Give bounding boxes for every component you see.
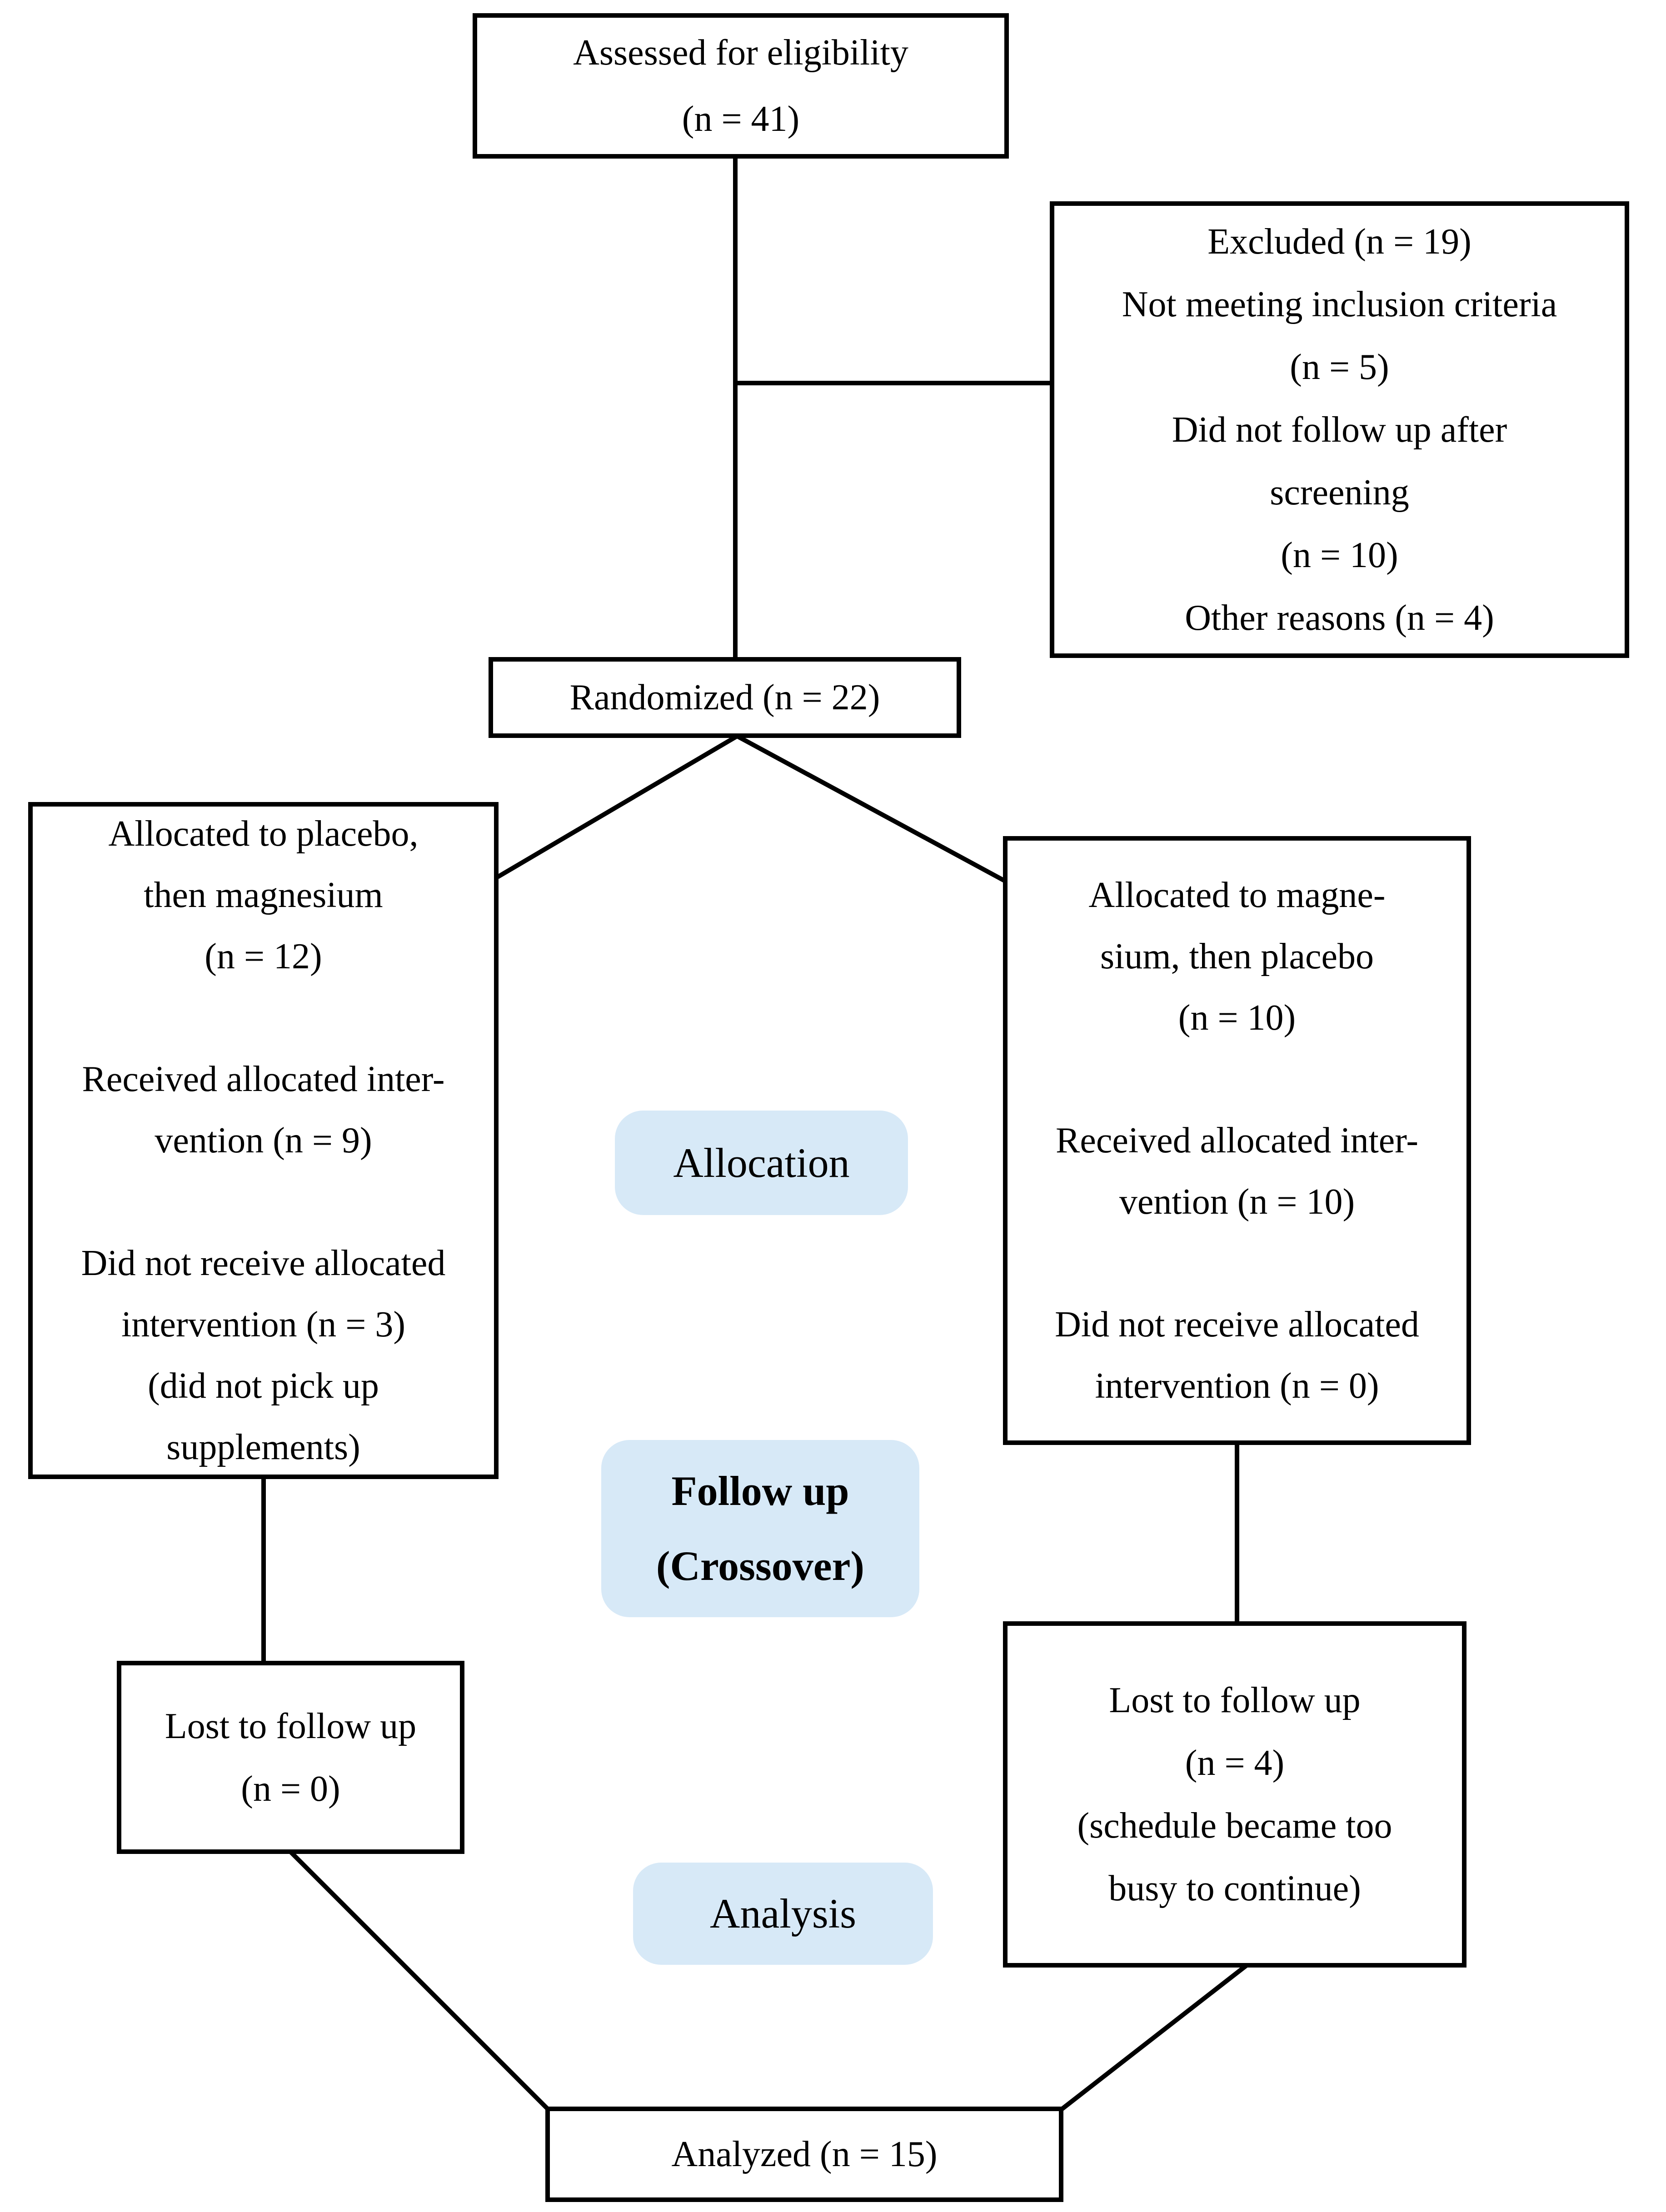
box-assessed-for-eligibility: Assessed for eligibility (n = 41) xyxy=(473,13,1009,159)
box-lost-to-follow-up-right: Lost to follow up (n = 4) (schedule beca… xyxy=(1003,1621,1466,1968)
box-text-line xyxy=(33,987,494,1049)
box-text-line: Randomized (n = 22) xyxy=(569,678,880,717)
box-text-line: then magnesium xyxy=(144,875,383,915)
box-text-line: supplements) xyxy=(166,1427,360,1467)
stage-label-text: Analysis xyxy=(710,1890,856,1937)
box-excluded: Excluded (n = 19) Not meeting inclusion … xyxy=(1050,201,1629,658)
box-text-line: (n = 0) xyxy=(241,1769,340,1809)
box-text-line: intervention (n = 3) xyxy=(121,1304,405,1345)
box-text-line: (did not pick up xyxy=(148,1365,379,1406)
stage-label-text: Follow up xyxy=(671,1468,849,1514)
stage-label-allocation: Allocation xyxy=(615,1111,908,1215)
stage-label-follow-up-crossover: Follow up (Crossover) xyxy=(601,1440,919,1617)
box-text-line: sium, then placebo xyxy=(1100,936,1374,976)
box-lost-to-follow-up-left: Lost to follow up (n = 0) xyxy=(117,1661,464,1854)
connector-lost-left-to-analyzed xyxy=(289,1850,550,2111)
box-text-line: vention (n = 10) xyxy=(1119,1181,1355,1222)
box-text-line: Assessed for eligibility xyxy=(573,33,908,73)
box-text-line: Not meeting inclusion criteria xyxy=(1122,284,1557,324)
box-text-line: Allocated to magne- xyxy=(1088,875,1386,915)
box-allocated-magnesium-then-placebo: Allocated to magne- sium, then placebo (… xyxy=(1003,836,1471,1445)
box-text-line: Received allocated inter- xyxy=(1056,1120,1418,1161)
box-text-line: (n = 10) xyxy=(1281,535,1398,575)
connector-lost-right-to-analyzed xyxy=(1060,1964,1248,2111)
box-text-line xyxy=(1008,1233,1466,1294)
box-text-line: busy to continue) xyxy=(1108,1868,1361,1908)
box-text-line: Other reasons (n = 4) xyxy=(1185,598,1494,638)
stage-label-analysis: Analysis xyxy=(633,1863,933,1965)
box-text-line: (n = 41) xyxy=(682,99,800,139)
box-text-line: Excluded (n = 19) xyxy=(1207,221,1471,262)
box-text-line: Analyzed (n = 15) xyxy=(671,2134,938,2174)
box-text-line: Did not follow up after xyxy=(1172,409,1507,450)
box-text-line: (schedule became too xyxy=(1077,1806,1392,1846)
connector-randomized-to-alloc-left xyxy=(496,734,738,879)
box-text-line xyxy=(33,1171,494,1233)
box-text-line: vention (n = 9) xyxy=(155,1120,372,1161)
connector-randomized-to-alloc-right xyxy=(736,734,1006,883)
box-text-line xyxy=(1008,1049,1466,1110)
box-text-line: screening xyxy=(1270,472,1409,513)
box-text-line: Lost to follow up xyxy=(1109,1680,1361,1720)
box-text-line: Did not receive allocated xyxy=(81,1243,446,1283)
box-analyzed: Analyzed (n = 15) xyxy=(545,2107,1063,2202)
box-text-line: (n = 5) xyxy=(1290,347,1389,387)
box-text-line: intervention (n = 0) xyxy=(1095,1365,1379,1406)
box-text-line: Received allocated inter- xyxy=(82,1059,445,1099)
box-text-line: Did not receive allocated xyxy=(1055,1304,1419,1345)
box-text-line: (n = 12) xyxy=(205,936,322,976)
box-text-line: Allocated to placebo, xyxy=(108,813,419,854)
box-text-line: (n = 4) xyxy=(1185,1743,1285,1783)
box-text-line: Lost to follow up xyxy=(165,1706,417,1746)
stage-label-text: Allocation xyxy=(673,1139,850,1186)
box-text-line: (n = 10) xyxy=(1178,997,1296,1038)
box-randomized: Randomized (n = 22) xyxy=(489,657,961,738)
box-allocated-placebo-then-magnesium: Allocated to placebo, then magnesium (n … xyxy=(28,802,499,1479)
stage-label-text: (Crossover) xyxy=(656,1543,865,1589)
